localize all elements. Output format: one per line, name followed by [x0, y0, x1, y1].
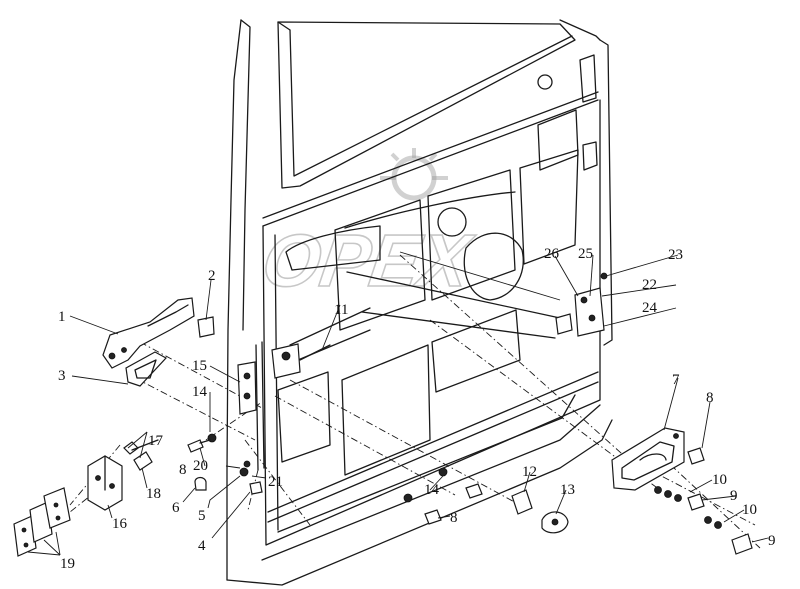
callout-22: 22 [642, 277, 657, 293]
callout-21: 21 [268, 474, 283, 490]
callout-18: 18 [146, 486, 161, 502]
callout-17: 17 [148, 433, 164, 449]
callout-4: 4 [198, 538, 206, 554]
callout-6: 6 [172, 500, 180, 516]
callout-3: 3 [58, 368, 66, 384]
watermark: OPEX [257, 148, 480, 303]
lock-mechanism [271, 343, 331, 379]
callout-7: 7 [672, 372, 680, 388]
callout-8-center: 8 [450, 510, 458, 526]
watermark-text: OPEX [258, 219, 480, 302]
callout-9-upper: 9 [730, 488, 738, 504]
bolt-and-washer-center [403, 467, 483, 525]
callout-labels: 1 2 3 4 5 6 7 8 8 8 9 9 10 10 11 12 13 1… [58, 246, 776, 572]
hinge-plates [13, 487, 71, 557]
callout-2: 2 [208, 268, 216, 284]
outer-door-handle [102, 297, 195, 369]
door-panel [226, 19, 613, 586]
callout-24: 24 [642, 300, 658, 316]
handle-seal-gasket [125, 351, 167, 387]
lock-linkage-rods [285, 251, 561, 366]
callout-8-left: 8 [179, 462, 187, 478]
callout-12: 12 [522, 464, 537, 480]
window-knob-parts [511, 489, 569, 534]
callout-14-left: 14 [192, 384, 208, 400]
lock-bracket [237, 361, 257, 415]
inner-door-handle [611, 427, 685, 491]
small-fasteners [194, 460, 263, 495]
door-hinge-block [87, 455, 123, 511]
bolts-washers-right [654, 447, 753, 555]
hinge-pins [123, 439, 159, 471]
bolt-and-washer-left [187, 433, 217, 453]
callout-10-lower: 10 [742, 502, 757, 518]
callout-26: 26 [544, 246, 560, 262]
leader-lines [27, 254, 769, 556]
callout-25: 25 [578, 246, 593, 262]
callout-19: 19 [60, 556, 75, 572]
callout-13: 13 [560, 482, 575, 498]
callout-15: 15 [192, 358, 207, 374]
callout-16: 16 [112, 516, 128, 532]
callout-23: 23 [668, 247, 683, 263]
callout-1: 1 [58, 309, 66, 325]
handle-cover-plate [197, 316, 215, 338]
callout-8-right: 8 [706, 390, 714, 406]
callout-14-center: 14 [424, 482, 440, 498]
callout-9-lower: 9 [768, 533, 776, 549]
callout-20: 20 [193, 458, 208, 474]
callout-11: 11 [334, 302, 348, 318]
callout-10-upper: 10 [712, 472, 727, 488]
callout-5: 5 [198, 508, 206, 524]
watermark-gear-icon [380, 148, 448, 201]
